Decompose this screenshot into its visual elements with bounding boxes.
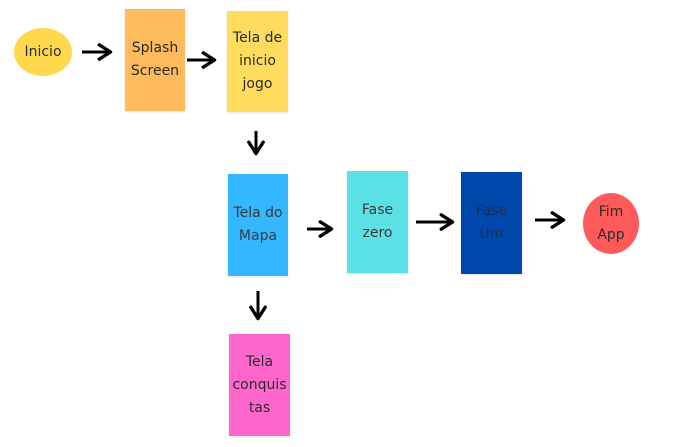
node-tela-do-mapa-label: Tela do Mapa [233,205,283,244]
node-fase-zero: Fase zero [347,171,408,273]
node-fim-app-label: Fim App [597,203,625,243]
node-fase-zero-label: Fase zero [361,202,394,241]
node-tela-conquistas-label: Tela conquis tas [232,353,287,416]
node-fase-um-label: Fase Um [475,203,508,242]
node-inicio-label: Inicio [24,43,62,60]
node-splash-screen: Splash Screen [125,9,185,111]
node-splash-screen-label: Splash Screen [130,40,180,79]
node-inicio: Inicio [14,28,72,76]
node-tela-inicio-jogo-label: Tela de inicio jogo [232,30,283,92]
node-tela-do-mapa: Tela do Mapa [228,174,288,276]
node-fim-app: Fim App [583,193,639,254]
node-tela-conquistas: Tela conquis tas [229,334,290,436]
node-tela-inicio-jogo: Tela de inicio jogo [227,11,288,112]
node-fase-um: Fase Um [461,172,522,274]
